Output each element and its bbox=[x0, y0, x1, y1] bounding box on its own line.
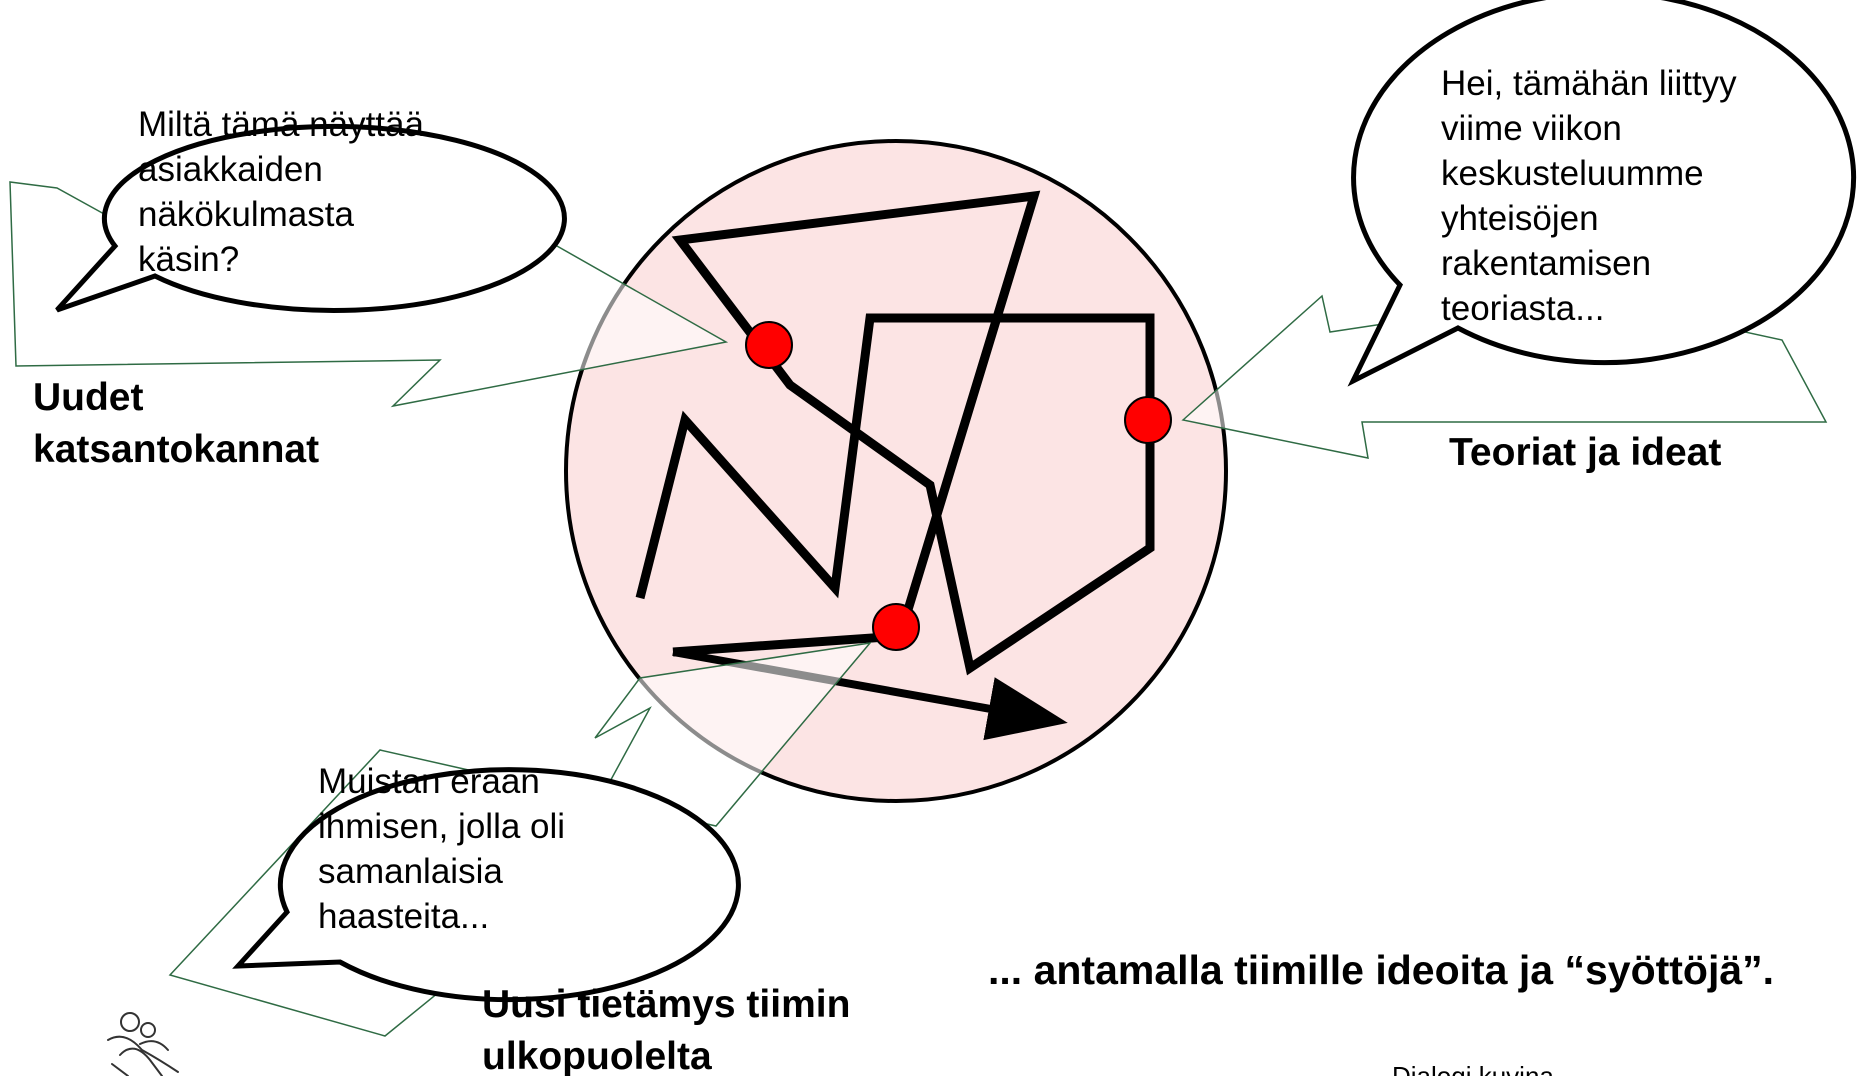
bubble-line: rakentamisen bbox=[1441, 244, 1651, 283]
bubble-line: yhteisöjen bbox=[1441, 199, 1599, 238]
bubble-text-customers: Miltä tämä näyttää asiakkaiden näkökulma… bbox=[138, 105, 434, 279]
label-theories-ideas: Teoriat ja ideat bbox=[1449, 431, 1721, 474]
speech-bubble-knowledge bbox=[232, 767, 741, 1003]
bubble-text-knowledge: Muistan erään ihmisen, jolla oli samanla… bbox=[318, 762, 575, 936]
bubble-line: samanlaisia bbox=[318, 852, 503, 891]
bubble-line: näkökulmasta bbox=[138, 195, 354, 234]
speech-bubble-theories bbox=[1347, 0, 1856, 387]
label-line: ulkopuolelta bbox=[482, 1035, 712, 1076]
bubble-line: haasteita... bbox=[318, 897, 489, 936]
label-line: katsantokannat bbox=[33, 428, 319, 471]
label-new-perspectives: Uudet katsantokannat bbox=[33, 376, 319, 471]
bubble-line: ihmisen, jolla oli bbox=[318, 807, 565, 846]
tagline: ... antamalla tiimille ideoita ja “syött… bbox=[988, 947, 1774, 993]
path-segment-zigzag bbox=[635, 190, 1155, 676]
dialogue-figure-logo-icon bbox=[107, 1012, 179, 1076]
bubble-line: keskusteluumme bbox=[1441, 154, 1704, 193]
label-line: Uudet bbox=[33, 376, 144, 419]
bubble-line: Hei, tämähän liittyy bbox=[1441, 64, 1737, 103]
bubble-line: asiakkaiden bbox=[138, 150, 323, 189]
contribution-point-perspectives bbox=[745, 321, 793, 369]
footer-caption: Dialogi kuvina bbox=[1392, 1061, 1554, 1076]
contribution-point-knowledge bbox=[872, 603, 920, 651]
bubble-line: teoriasta... bbox=[1441, 289, 1604, 328]
label-line: Uusi tietämys tiimin bbox=[482, 983, 850, 1026]
contribution-point-theories bbox=[1124, 396, 1172, 444]
bubble-line: Muistan erään bbox=[318, 762, 540, 801]
bubble-line: käsin? bbox=[138, 240, 239, 279]
speech-bubble-customers bbox=[55, 123, 567, 313]
label-outside-knowledge: Uusi tietämys tiimin ulkopuolelta bbox=[482, 983, 861, 1076]
bubble-line: viime viikon bbox=[1441, 109, 1622, 148]
bubble-text-theories: Hei, tämähän liittyy viime viikon keskus… bbox=[1441, 64, 1746, 328]
bubble-line: Miltä tämä näyttää bbox=[138, 105, 424, 144]
